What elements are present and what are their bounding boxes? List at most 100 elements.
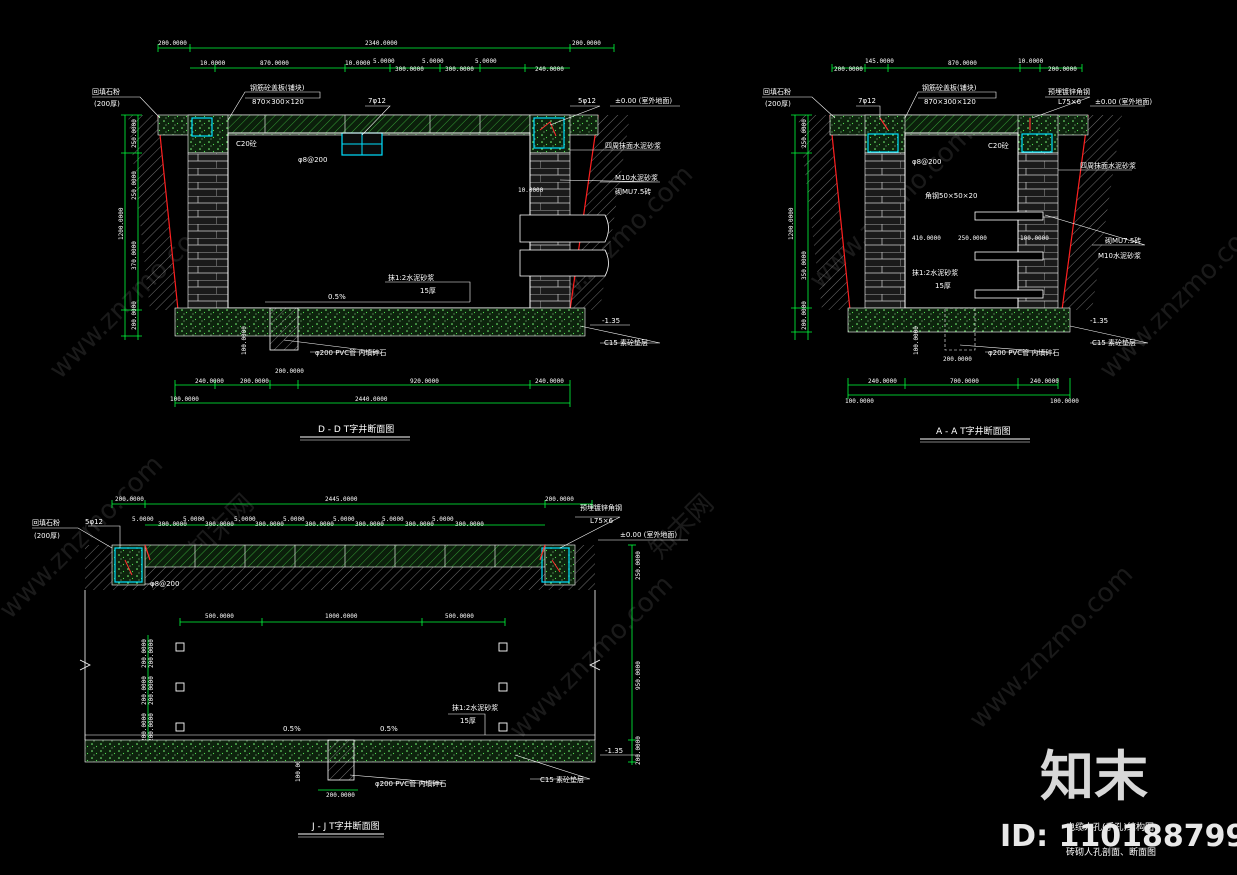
label-floor-note: 抹1:2水泥砂浆 bbox=[388, 273, 434, 282]
rebar-cage bbox=[114, 547, 143, 583]
rebar-cage bbox=[541, 547, 570, 583]
brand-logo: 知末 bbox=[1040, 745, 1148, 808]
dim-label: 1200.0000 bbox=[788, 207, 795, 240]
dim-label: 200.0000 bbox=[240, 378, 269, 385]
label-brick: 砌MU7.5砖 bbox=[615, 187, 651, 196]
brand-watermark: 知末 ID: 1101887997 bbox=[1000, 745, 1237, 854]
dim-label: 250.0000 bbox=[801, 119, 808, 148]
base-slab bbox=[847, 307, 1071, 333]
label-plaster: 四周抹面水泥砂浆 bbox=[1080, 161, 1136, 170]
label-floor-thickness: 15厚 bbox=[420, 287, 436, 295]
label-cover-size: 870×300×120 bbox=[924, 98, 976, 106]
dim-label: 200.0000 bbox=[545, 496, 574, 503]
dim-label: 200.0000 bbox=[148, 676, 155, 705]
dim-label: 2440.0000 bbox=[355, 396, 388, 403]
bottom-dimension-lines bbox=[847, 378, 1071, 399]
dim-label: 100.0000 bbox=[1050, 398, 1079, 405]
dim-label: 240.0000 bbox=[535, 66, 564, 73]
dim-label: 200.0000 bbox=[275, 368, 304, 375]
label-rebar: 5φ12 bbox=[578, 97, 596, 105]
label-slope: 0.5% bbox=[380, 725, 398, 733]
dim-label: 5.0000 bbox=[373, 58, 395, 65]
dim-label: 240.0000 bbox=[195, 378, 224, 385]
view-title: J - J T字井断面图 bbox=[311, 820, 380, 832]
dim-label: 200.0000 bbox=[148, 713, 155, 742]
rebar-hook bbox=[124, 559, 561, 576]
dim-label: 200.0000 bbox=[131, 301, 138, 330]
dim-label: 100.0000 bbox=[1020, 235, 1049, 242]
image-id: ID: 1101887997 bbox=[1000, 819, 1237, 854]
label-rebar: 7φ12 bbox=[368, 97, 386, 105]
dim-label: 300.0000 bbox=[158, 521, 187, 528]
brick-wall-left bbox=[864, 152, 906, 309]
dim-label: 240.0000 bbox=[1030, 378, 1059, 385]
label-stirrup: φ8@200 bbox=[150, 580, 179, 588]
dim-label: 870.0000 bbox=[260, 60, 289, 67]
label-backfill-thickness: (200厚) bbox=[765, 100, 791, 108]
rebar-hook bbox=[539, 121, 557, 137]
dim-label: 200.0000 bbox=[141, 639, 148, 668]
label-cover-size: 870×300×120 bbox=[252, 98, 304, 106]
dim-label: 100.0000 bbox=[913, 326, 920, 355]
dim-label: 200.0000 bbox=[801, 301, 808, 330]
label-backfill-thickness: (200厚) bbox=[34, 532, 60, 540]
left-dimension-lines bbox=[121, 114, 142, 340]
label-backfill: 回填石粉 bbox=[763, 87, 791, 96]
dim-label: 240.0000 bbox=[535, 378, 564, 385]
label-level-top: ±0.00 (室外地面) bbox=[620, 530, 677, 539]
label-floor-note: 抹1:2水泥砂浆 bbox=[912, 268, 958, 277]
dim-label: 2340.0000 bbox=[365, 40, 398, 47]
label-drain: φ200 PVC管 内填碎石 bbox=[315, 348, 386, 357]
dim-label: 300.0000 bbox=[405, 521, 434, 528]
label-support: 角钢50×50×20 bbox=[925, 191, 977, 200]
label-angle-note: 预埋镀锌角钢 bbox=[1048, 87, 1090, 96]
dim-label: 250.0000 bbox=[131, 119, 138, 148]
label-floor-thickness: 15厚 bbox=[460, 717, 476, 725]
label-angle-note: 预埋镀锌角钢 bbox=[580, 503, 622, 512]
cover-slab bbox=[887, 114, 1021, 134]
label-slope: 0.5% bbox=[283, 725, 301, 733]
label-concrete: C20砼 bbox=[988, 141, 1009, 150]
dim-label: 200.0000 bbox=[326, 792, 355, 799]
dim-label: 5.0000 bbox=[382, 516, 404, 523]
dim-label: 300.0000 bbox=[205, 521, 234, 528]
view-title: A - A T字井断面图 bbox=[936, 425, 1011, 437]
label-slope: 0.5% bbox=[328, 293, 346, 301]
dim-label: 950.0000 bbox=[635, 661, 642, 690]
dim-label: 250.0000 bbox=[131, 171, 138, 200]
label-mortar: M10水泥砂浆 bbox=[615, 173, 658, 182]
dim-label: 200.0000 bbox=[148, 639, 155, 668]
soil-left bbox=[798, 115, 850, 310]
label-level-bottom: -1.35 bbox=[605, 747, 623, 755]
dim-label: 300.0000 bbox=[455, 521, 484, 528]
dim-label: 500.0000 bbox=[445, 613, 474, 620]
soil-left bbox=[128, 115, 178, 310]
label-rebar: 7φ12 bbox=[858, 97, 876, 105]
dim-label: 100.0000 bbox=[170, 396, 199, 403]
label-backfill-thickness: (200厚) bbox=[94, 100, 120, 108]
dim-label: 1000.0000 bbox=[325, 613, 358, 620]
dim-label: 300.0000 bbox=[395, 66, 424, 73]
dim-label: 870.0000 bbox=[948, 60, 977, 67]
dim-label: 2445.0000 bbox=[325, 496, 358, 503]
dim-label: 500.0000 bbox=[205, 613, 234, 620]
label-concrete: C20砼 bbox=[236, 139, 257, 148]
dim-label: 200.0000 bbox=[115, 496, 144, 503]
label-angle: L75×6 bbox=[1058, 98, 1082, 106]
label-base: C15 素砼垫层 bbox=[604, 338, 648, 347]
duct-holes bbox=[175, 642, 508, 732]
dim-label: 5.0000 bbox=[283, 516, 305, 523]
label-rebar: 5φ12 bbox=[85, 518, 103, 526]
leader-lines bbox=[32, 516, 688, 784]
label-drain: φ200 PVC管 内填碎石 bbox=[988, 348, 1059, 357]
dim-label: 5.0000 bbox=[475, 58, 497, 65]
dim-label: 240.0000 bbox=[868, 378, 897, 385]
dim-label: 700.0000 bbox=[950, 378, 979, 385]
rebar-cage bbox=[533, 117, 565, 149]
cable-supports bbox=[974, 211, 1044, 299]
label-mortar: M10水泥砂浆 bbox=[1098, 251, 1141, 260]
dim-label: 10.0000 bbox=[345, 60, 371, 67]
top-dimension-lines bbox=[111, 500, 593, 526]
dim-label: 200.0000 bbox=[141, 676, 148, 705]
dim-label: 300.0000 bbox=[445, 66, 474, 73]
